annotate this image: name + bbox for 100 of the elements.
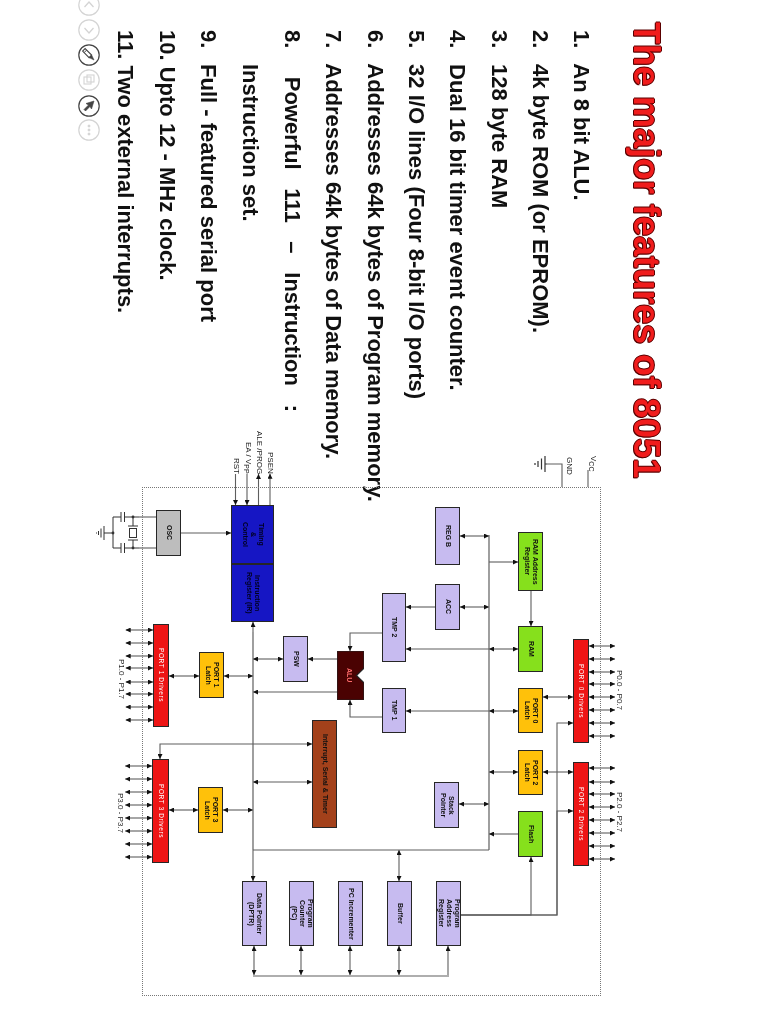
arrow xyxy=(488,646,519,652)
latch-block xyxy=(518,688,543,733)
connector-line xyxy=(546,463,563,488)
arrow xyxy=(588,856,616,862)
arrow xyxy=(124,776,153,782)
pin-range-label: P1.0 - P1.7 xyxy=(116,659,126,700)
arrow xyxy=(347,699,383,718)
register-block xyxy=(338,881,363,946)
arrow xyxy=(405,646,490,652)
arrow xyxy=(588,669,616,675)
arrow xyxy=(445,945,451,976)
arrow xyxy=(298,945,304,976)
arrow xyxy=(125,665,154,671)
arrow xyxy=(250,849,256,882)
memory-block xyxy=(518,532,543,591)
pin-label: ALE /PROG xyxy=(254,431,263,475)
arrow xyxy=(125,691,154,697)
arrow xyxy=(125,640,154,646)
port-driver-block xyxy=(152,759,169,863)
arrow xyxy=(459,533,490,539)
arrow xyxy=(588,707,616,713)
arrow xyxy=(588,830,616,836)
register-block xyxy=(435,584,460,630)
list-item: 7. Addresses 64k bytes of Data memory. xyxy=(320,30,347,460)
register-block xyxy=(436,881,461,946)
arrow xyxy=(233,473,238,506)
arrow xyxy=(168,673,200,679)
memory-block xyxy=(518,811,543,857)
list-item: 1. An 8 bit ALU. xyxy=(568,30,595,201)
pin-range-label: P2.0 - P2.7 xyxy=(615,792,625,833)
arrow xyxy=(252,779,313,785)
list-item: 4. Dual 16 bit timer event counter. xyxy=(444,30,471,391)
arrow xyxy=(405,604,436,610)
list-item: 3. 128 byte RAM xyxy=(486,30,513,209)
arrow xyxy=(488,831,519,837)
arrow xyxy=(588,817,616,823)
alu-block xyxy=(337,651,364,700)
crystal-circuit-icon xyxy=(95,511,139,554)
list-item: 9. Full - featured serial port xyxy=(195,30,222,323)
pin-label: GND xyxy=(564,457,574,475)
register-block xyxy=(242,881,267,946)
register-block xyxy=(382,593,406,662)
slide-title: The major features of 8051 xyxy=(626,22,666,479)
port-driver-block xyxy=(153,624,169,727)
arrow xyxy=(458,801,490,807)
arrow xyxy=(251,945,257,976)
arrow xyxy=(157,741,313,760)
arrow xyxy=(307,656,338,662)
arrow xyxy=(405,708,490,714)
ground-icon xyxy=(533,455,547,473)
arrow xyxy=(124,854,153,860)
latch-block xyxy=(199,652,224,698)
oscillator-block xyxy=(156,510,181,556)
pin-label: PSEN xyxy=(265,452,275,474)
pin-label: RST xyxy=(231,458,240,474)
arrow xyxy=(125,679,154,685)
register-block xyxy=(283,636,308,682)
list-item: 8. Powerful 111 – Instruction : Instruction set. xyxy=(236,30,306,412)
arrow xyxy=(125,717,154,723)
arrow xyxy=(588,791,616,797)
arrow xyxy=(396,945,402,976)
arrow xyxy=(588,694,616,700)
arrow xyxy=(347,632,383,652)
arrow xyxy=(124,815,153,821)
arrow xyxy=(488,559,519,565)
arrow xyxy=(588,720,616,726)
arrow xyxy=(488,708,519,714)
arrow xyxy=(588,765,616,771)
list-item: 6. Addresses 64k bytes of Program memory. xyxy=(362,30,389,502)
port-driver-block xyxy=(573,639,589,743)
connector-line xyxy=(138,547,157,549)
peripheral-block xyxy=(312,720,337,828)
arrow xyxy=(588,643,616,649)
arrow xyxy=(250,621,256,633)
arrow xyxy=(125,627,154,633)
arrow xyxy=(588,779,616,785)
pin-range-label: P0.0 - P0.7 xyxy=(615,670,625,711)
arrow xyxy=(180,530,232,536)
arrow xyxy=(588,804,616,810)
arrow xyxy=(256,473,261,506)
list-item: 11. Two external interrupts. xyxy=(112,30,139,314)
arrow xyxy=(252,689,338,695)
arrow xyxy=(168,807,199,813)
arrow xyxy=(124,802,153,808)
register-block xyxy=(289,881,314,946)
register-block xyxy=(387,881,412,946)
arrow xyxy=(588,656,616,662)
arrow xyxy=(460,808,574,916)
arrow xyxy=(588,843,616,849)
arrow xyxy=(124,789,153,795)
arrow xyxy=(347,945,353,976)
arrow xyxy=(542,769,574,775)
arrow xyxy=(396,849,402,882)
arrow xyxy=(252,656,284,662)
latch-block xyxy=(518,750,543,795)
arrow xyxy=(528,590,534,627)
arrow xyxy=(222,807,254,813)
connector-line xyxy=(587,469,589,488)
arrow xyxy=(542,694,574,700)
arrow xyxy=(125,653,154,659)
